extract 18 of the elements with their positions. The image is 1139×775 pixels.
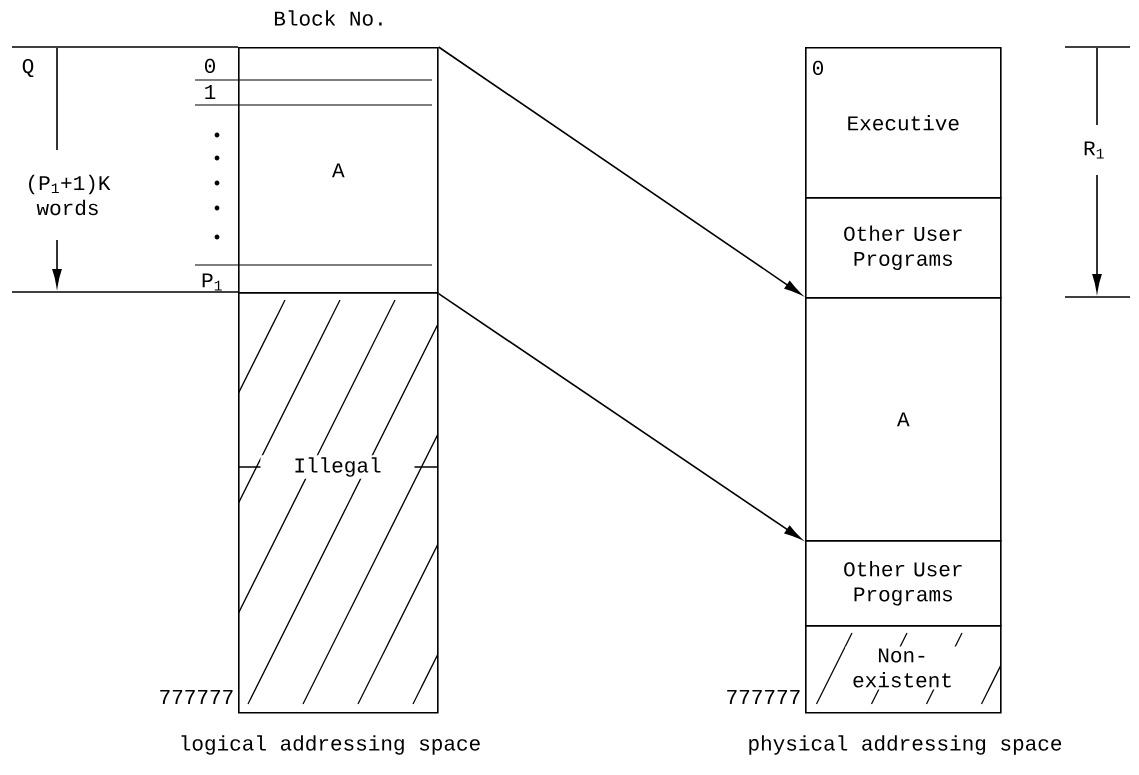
memory-region: Other User Programs: [805, 540, 1002, 627]
address-label: Q: [22, 59, 34, 77]
memory-region: A: [805, 297, 1002, 542]
arrow: [437, 46, 802, 295]
caption-text: logical addressing space: [181, 735, 480, 755]
block-number: 1: [205, 85, 216, 99]
memory-region: A: [238, 47, 439, 294]
dimension-label: (P$_{1}$+1)K words: [29, 174, 111, 216]
block-number: 0: [205, 58, 215, 74]
arrow: [437, 292, 802, 540]
hatched-region: Non- existent: [805, 625, 1002, 714]
hatched-region: Illegal: [238, 292, 439, 714]
block-number: P$_{1}$: [202, 273, 222, 291]
memory-region: Other User Programs: [805, 197, 1002, 299]
address-label: 0: [813, 60, 823, 76]
dimension-label: R$_{1}$: [1084, 141, 1104, 159]
column-heading: Block No.: [274, 10, 382, 26]
caption-text: physical addressing space: [749, 735, 1062, 755]
